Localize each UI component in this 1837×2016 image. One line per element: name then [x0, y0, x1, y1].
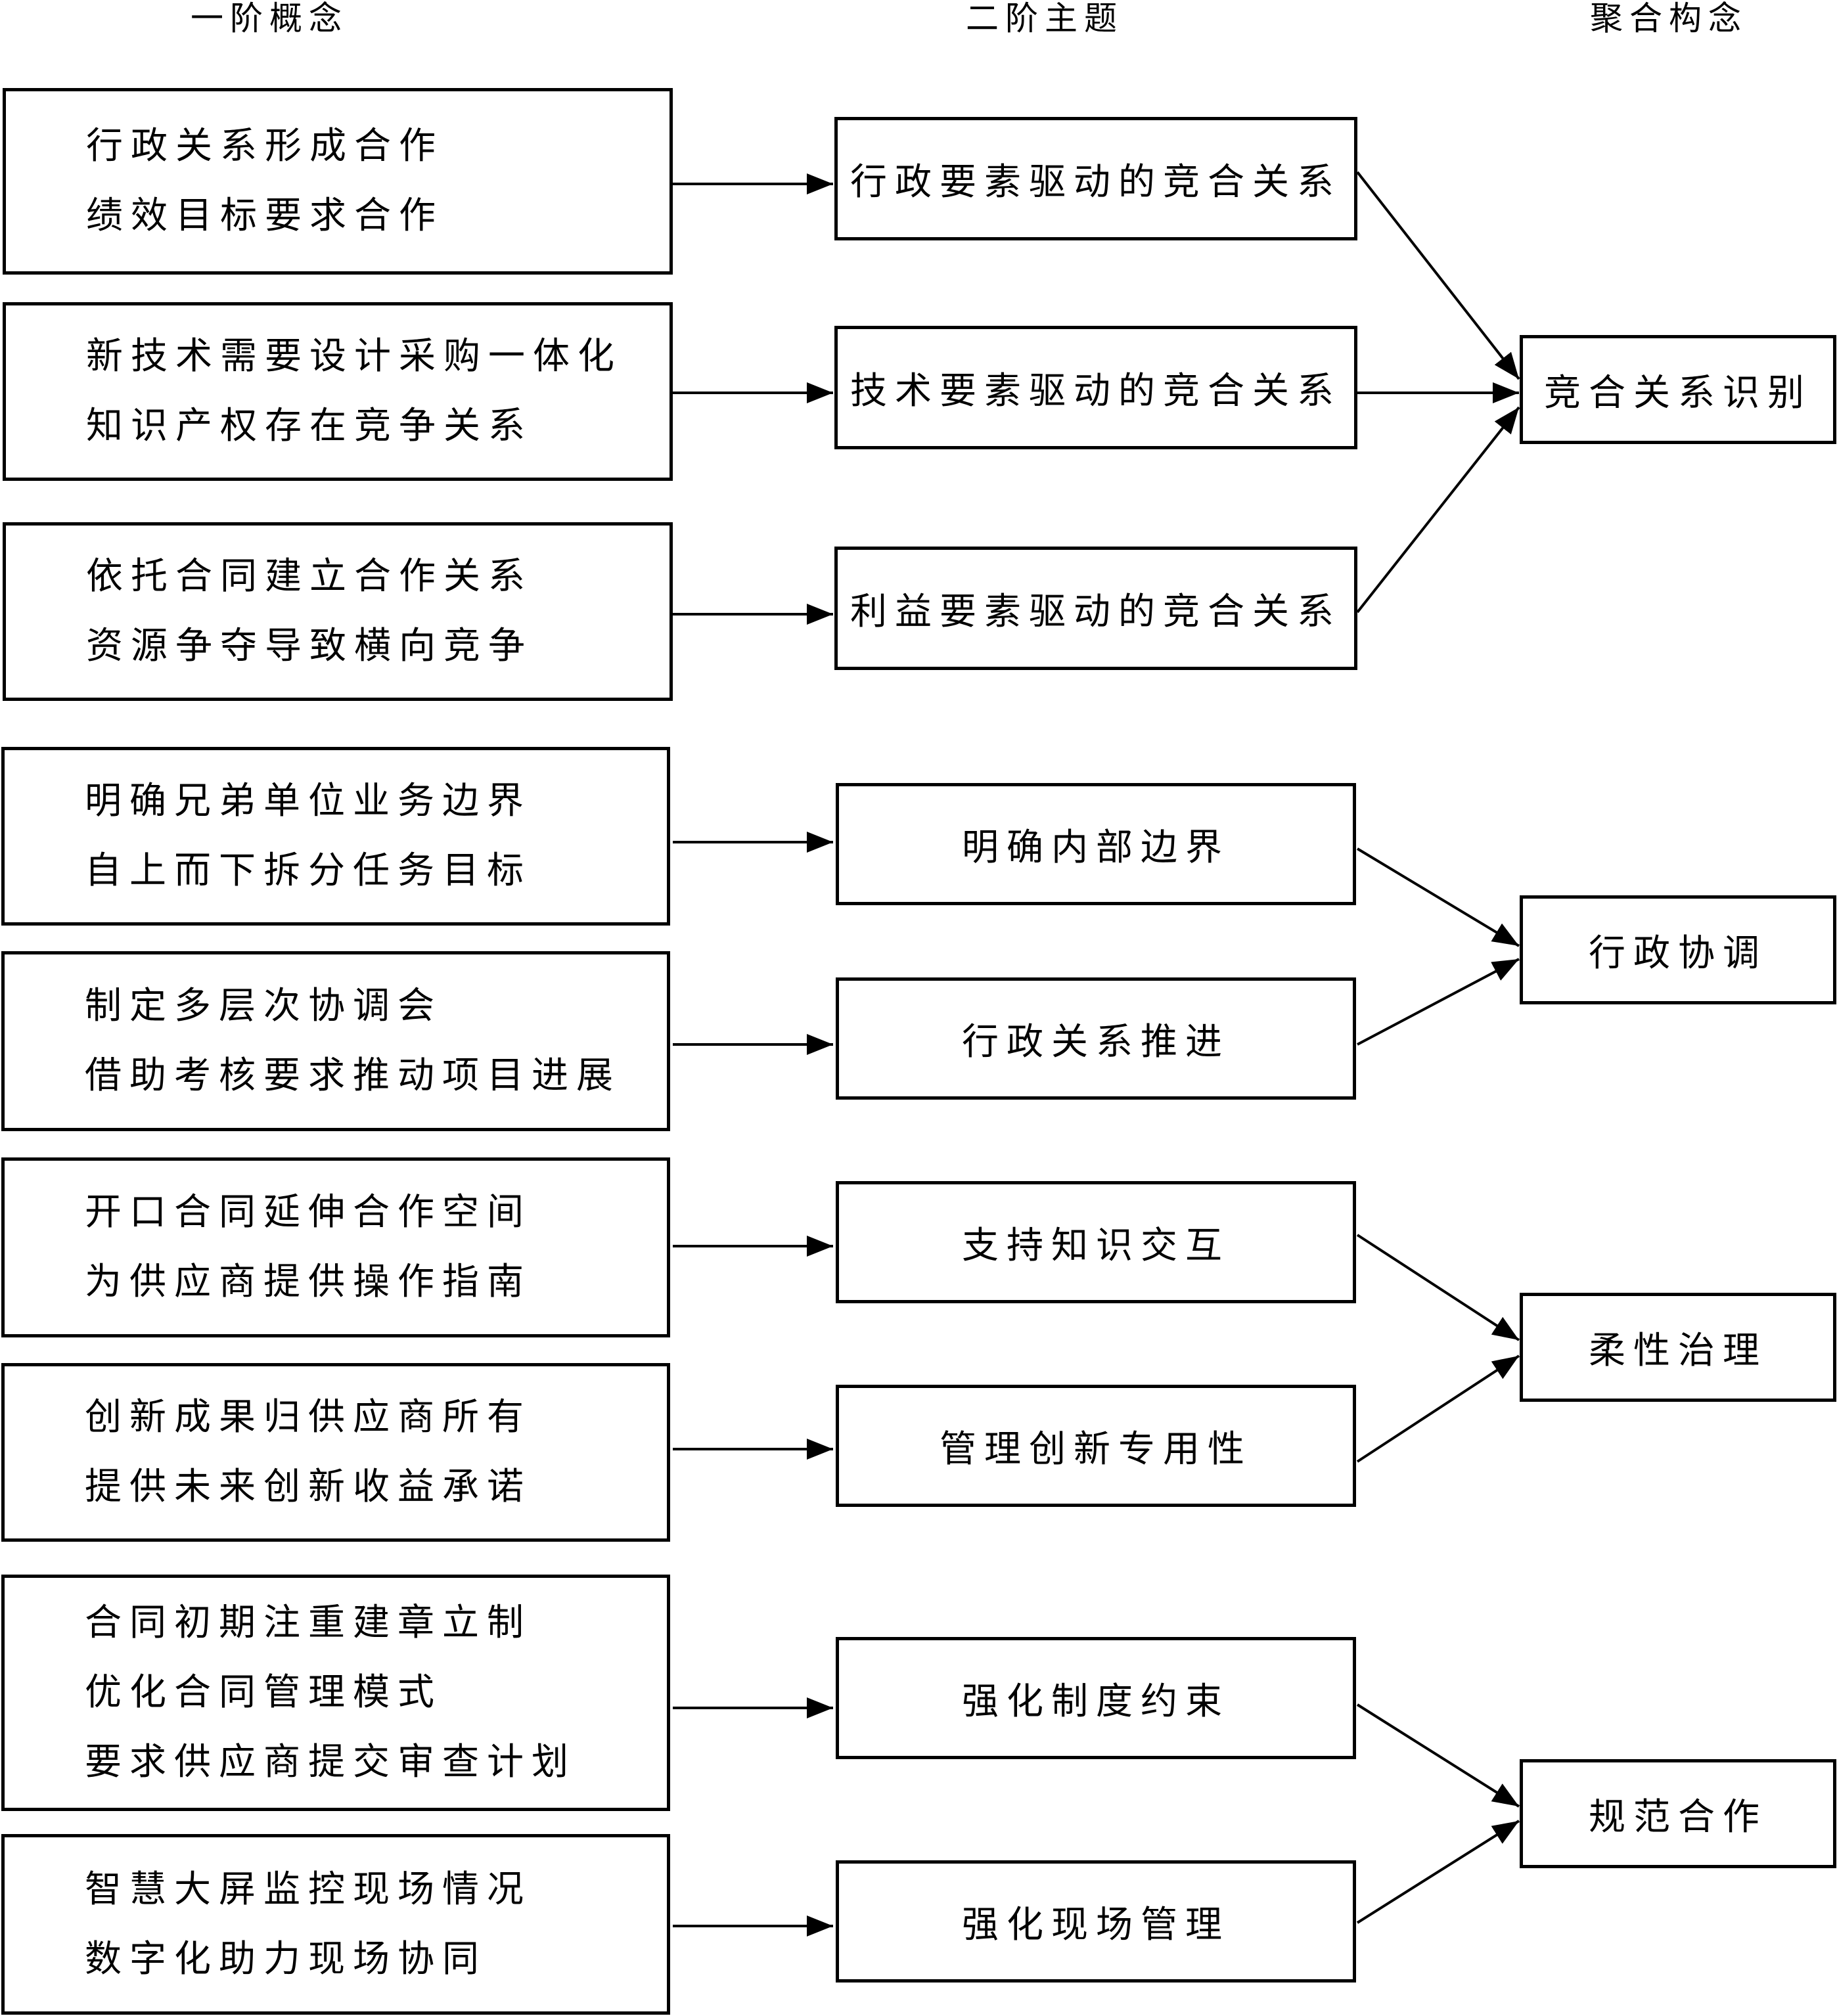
concept-box-2: 新技术需要设计采购一体化 知识产权存在竞争关系	[3, 302, 673, 481]
concept-box-7: 创新成果归供应商所有 提供未来创新收益承诺	[1, 1363, 670, 1542]
theme-box-5: 行政关系推进	[836, 977, 1356, 1100]
header-second-order: 二阶主题	[966, 0, 1123, 37]
concept-text: 合同初期注重建章立制	[85, 1602, 532, 1644]
concept-text: 新技术需要设计采购一体化	[86, 335, 622, 378]
header-first-order: 一阶概念	[191, 0, 348, 37]
theme-box-6: 支持知识交互	[836, 1181, 1356, 1303]
aggregate-box-3: 柔性治理	[1520, 1293, 1836, 1402]
concept-text: 自上而下拆分任务目标	[85, 849, 532, 892]
theme-label: 行政要素驱动的竞合关系	[850, 160, 1342, 204]
theme-label: 强化制度约束	[962, 1680, 1230, 1723]
concept-text: 数字化助力现场协同	[85, 1937, 487, 1981]
concept-box-1: 行政关系形成合作 绩效目标要求合作	[3, 88, 673, 275]
concept-text: 创新成果归供应商所有	[85, 1396, 532, 1439]
concept-text: 绩效目标要求合作	[86, 194, 443, 237]
concept-text: 资源争夺导致横向竞争	[86, 625, 533, 667]
aggregate-label: 规范合作	[1589, 1795, 1767, 1839]
concept-text: 智慧大屏监控现场情况	[85, 1868, 532, 1911]
arrow-theme-1-aggregate-1	[1356, 171, 1520, 380]
theme-box-2: 技术要素驱动的竞合关系	[834, 326, 1357, 449]
theme-label: 管理创新专用性	[940, 1427, 1252, 1471]
arrow-theme-9-aggregate-4	[1356, 1820, 1520, 1924]
concept-text: 借助考核要求推动项目进展	[85, 1054, 621, 1097]
concept-box-9: 智慧大屏监控现场情况 数字化助力现场协同	[1, 1834, 670, 2015]
arrow-theme-4-aggregate-2	[1356, 847, 1520, 947]
concept-text: 知识产权存在竞争关系	[86, 405, 533, 447]
arrow-theme-5-aggregate-2	[1357, 958, 1520, 1046]
arrow-theme-8-aggregate-4	[1356, 1703, 1520, 1808]
concept-box-5: 制定多层次协调会 借助考核要求推动项目进展	[1, 951, 670, 1131]
theme-box-4: 明确内部边界	[836, 783, 1356, 905]
concept-text: 要求供应商提交审查计划	[85, 1741, 576, 1783]
concept-text: 明确兄弟单位业务边界	[85, 780, 532, 822]
theme-label: 支持知识交互	[962, 1224, 1230, 1267]
theme-box-8: 强化制度约束	[836, 1637, 1356, 1759]
aggregate-box-2: 行政协调	[1520, 895, 1836, 1004]
theme-box-1: 行政要素驱动的竞合关系	[834, 117, 1357, 240]
concept-box-3: 依托合同建立合作关系 资源争夺导致横向竞争	[3, 522, 673, 701]
theme-label: 明确内部边界	[962, 826, 1230, 869]
theme-label: 技术要素驱动的竞合关系	[850, 369, 1342, 413]
concept-box-6: 开口合同延伸合作空间 为供应商提供操作指南	[1, 1157, 670, 1337]
aggregate-label: 竞合关系识别	[1544, 371, 1812, 414]
theme-box-3: 利益要素驱动的竞合关系	[834, 547, 1357, 670]
theme-label: 行政关系推进	[962, 1020, 1230, 1064]
theme-box-7: 管理创新专用性	[836, 1385, 1356, 1507]
theme-label: 利益要素驱动的竞合关系	[850, 590, 1342, 633]
theme-label: 强化现场管理	[962, 1903, 1230, 1946]
header-aggregate: 聚合构念	[1590, 0, 1748, 37]
theme-box-9: 强化现场管理	[836, 1860, 1356, 1982]
concept-text: 依托合同建立合作关系	[86, 555, 533, 598]
concept-box-4: 明确兄弟单位业务边界 自上而下拆分任务目标	[1, 747, 670, 926]
aggregate-box-4: 规范合作	[1520, 1759, 1836, 1868]
concept-text: 为供应商提供操作指南	[85, 1261, 532, 1303]
aggregate-label: 柔性治理	[1589, 1329, 1767, 1372]
concept-box-8: 合同初期注重建章立制 优化合同管理模式 要求供应商提交审查计划	[1, 1575, 670, 1811]
aggregate-label: 行政协调	[1589, 931, 1767, 975]
concept-text: 提供未来创新收益承诺	[85, 1466, 532, 1508]
concept-text: 制定多层次协调会	[85, 985, 442, 1027]
arrow-theme-3-aggregate-1	[1356, 406, 1520, 614]
arrow-theme-7-aggregate-3	[1356, 1355, 1520, 1463]
arrow-theme-6-aggregate-3	[1356, 1234, 1520, 1341]
concept-text: 开口合同延伸合作空间	[85, 1191, 532, 1234]
aggregate-box-1: 竞合关系识别	[1520, 335, 1836, 444]
concept-text: 行政关系形成合作	[86, 125, 443, 168]
concept-text: 优化合同管理模式	[85, 1671, 442, 1714]
